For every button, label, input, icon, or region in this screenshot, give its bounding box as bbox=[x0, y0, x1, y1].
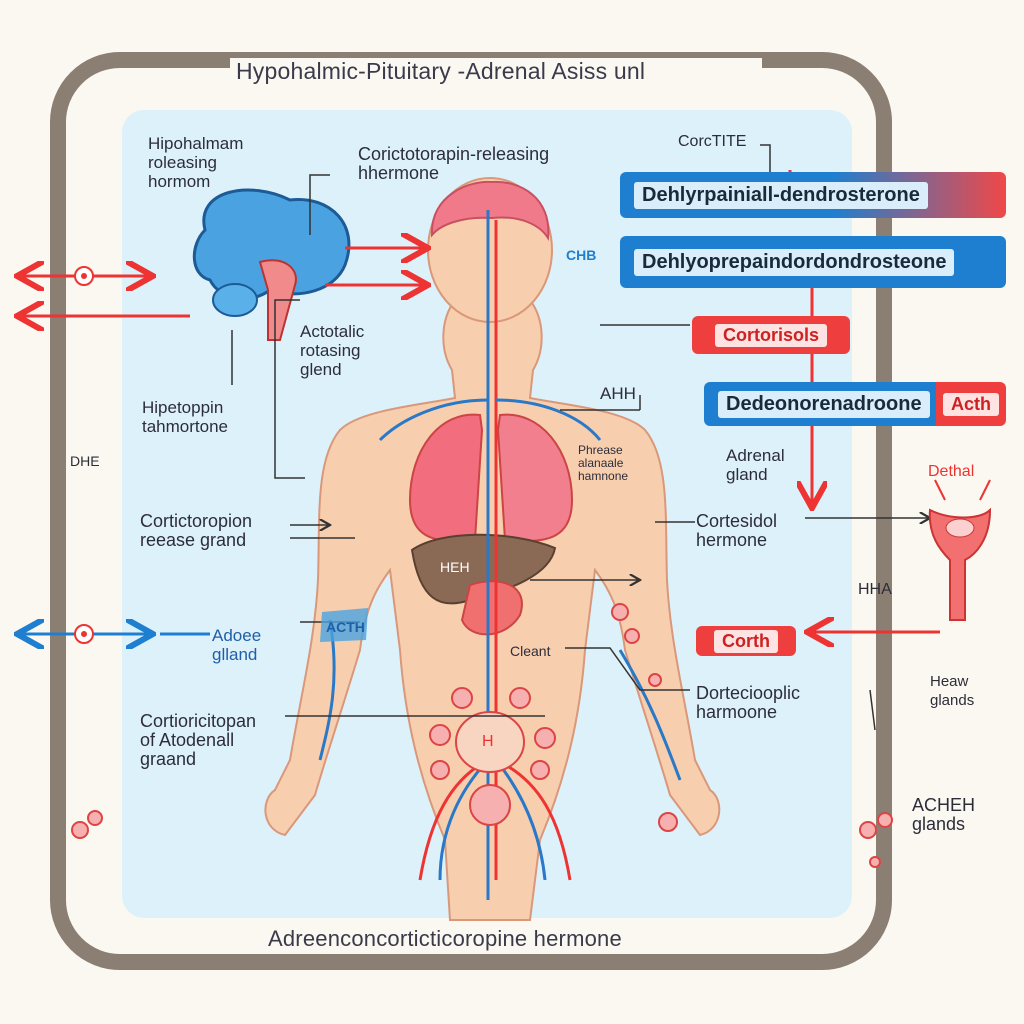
label-cortesidol: Cortesidol hermone bbox=[696, 511, 778, 550]
label-ahh: AHH bbox=[600, 384, 636, 403]
label-cleant: Cleant bbox=[510, 643, 551, 659]
box-cortisol: Cortorisols bbox=[692, 316, 850, 354]
label-heaw-glands: Heaw glands bbox=[930, 673, 975, 709]
box-corth: Corth bbox=[696, 626, 796, 656]
liver bbox=[410, 533, 557, 605]
label-cortite: CorcTITE bbox=[678, 133, 747, 150]
label-crh: Corictotorapin-releasing hhermone bbox=[358, 144, 550, 183]
label-dhe: DHE bbox=[70, 453, 100, 469]
label-adrenal-gland: Adrenal gland bbox=[726, 446, 785, 484]
head-brain bbox=[430, 180, 550, 242]
arm-band bbox=[320, 608, 368, 642]
central-gland bbox=[455, 711, 525, 773]
box-dederonor: Dedeonorenadroone bbox=[704, 382, 936, 426]
box-dehydro-1-text: Dehlyrpainiall-dendrosterone bbox=[634, 181, 928, 209]
pointer-lines bbox=[231, 144, 930, 731]
label-hha: HHA bbox=[858, 581, 892, 598]
box-dehydro-1: Dehlyrpainiall-dendrosterone bbox=[620, 172, 1006, 218]
label-corticotropin-release: Cortictoropion reease grand bbox=[140, 511, 253, 550]
bottom-title: Adreenconcorticticoropine hermone bbox=[262, 926, 744, 952]
label-adoee-gland: Adoee glland bbox=[212, 626, 262, 664]
box-dederonor-text: Dedeonorenadroone bbox=[718, 390, 930, 418]
label-hipotoppin: Hipetoppin tahmortone bbox=[142, 398, 228, 436]
brain-icon bbox=[192, 188, 351, 341]
label-h-center: H bbox=[482, 733, 494, 750]
label-corticotropan: Cortioricitopan of Atodenall graand bbox=[140, 711, 257, 769]
diagram-title: Hypohalmic-Pituitary -Adrenal Asiss unl bbox=[230, 58, 762, 85]
label-hypothalamus-releasing: Hipohalmam roleasing hormom bbox=[148, 134, 244, 191]
label-dorteciooplic: Dorteciooplic harmoone bbox=[696, 683, 801, 722]
label-heh-liver: HEH bbox=[440, 559, 470, 575]
box-cortisol-text: Cortorisols bbox=[714, 323, 827, 347]
box-corth-text: Corth bbox=[714, 629, 778, 653]
label-pituitary: Actotalic rotasing glend bbox=[300, 322, 365, 379]
label-dethal: Dethal bbox=[928, 463, 975, 480]
gland-organ-icon bbox=[928, 479, 992, 621]
gland-dots bbox=[71, 603, 893, 868]
box-acth-text: Acth bbox=[943, 392, 999, 416]
box-acth: Acth bbox=[936, 382, 1006, 426]
label-chb: CHB bbox=[566, 247, 597, 263]
label-acth-arm: ACTH bbox=[326, 619, 365, 635]
box-dehydro-2-text: Dehlyoprepaindordondrosteone bbox=[634, 248, 955, 276]
label-phrease: Phrease alanaale hamnone bbox=[578, 443, 629, 483]
box-dehydro-2: Dehlyoprepaindordondrosteone bbox=[620, 236, 1006, 288]
red-arrows bbox=[20, 170, 940, 632]
label-acheh-glands: ACHEH glands bbox=[912, 795, 976, 834]
